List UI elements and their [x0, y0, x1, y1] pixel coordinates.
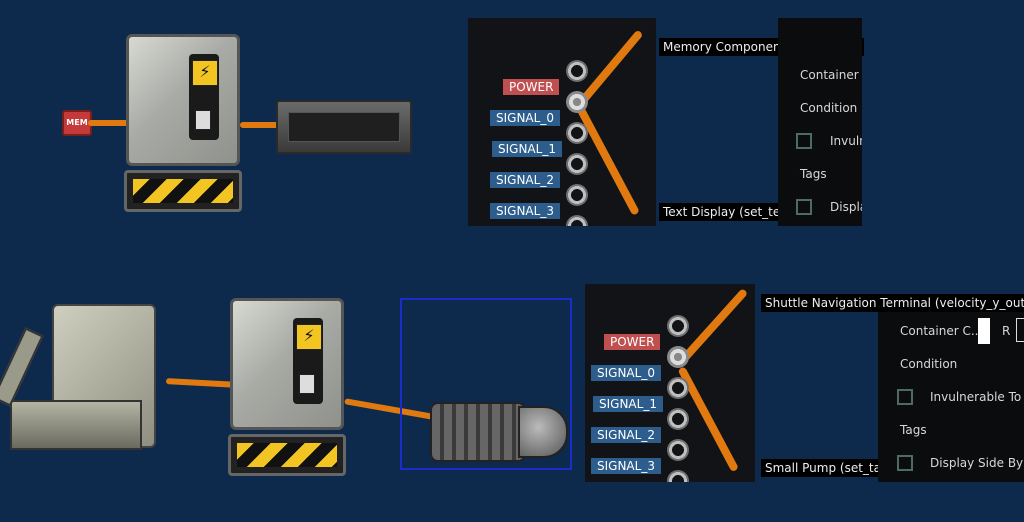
plug-icon: [299, 374, 315, 394]
junction-box-base: [124, 170, 242, 212]
display-label: Displa: [830, 200, 862, 214]
small-pump[interactable]: [426, 396, 568, 466]
junction-box-body: [126, 34, 240, 166]
pin-power: POWER: [604, 334, 661, 350]
tags-label: Tags: [900, 423, 927, 437]
memory-component[interactable]: MEM: [62, 110, 92, 136]
invulnerable-label: Invulnera: [830, 134, 862, 148]
connector-signal-1[interactable]: [566, 122, 588, 144]
container-label: Container C...: [900, 324, 983, 338]
wiring-panel-top: POWER SIGNAL_0 SIGNAL_1 SIGNAL_2 SIGNAL_…: [468, 18, 656, 226]
junction-box-body: [230, 298, 344, 430]
output-connection-label: Text Display (set_text): [659, 203, 801, 221]
pin-signal-2: SIGNAL_2: [490, 172, 560, 188]
container-label: Container C: [800, 68, 862, 82]
selection-box: [400, 298, 572, 470]
invulnerable-label: Invulnerable To: [930, 390, 1022, 404]
wiring-panel-bottom: POWER SIGNAL_0 SIGNAL_1 SIGNAL_2 SIGNAL_…: [585, 284, 755, 482]
tags-label: Tags: [800, 167, 827, 181]
pin-signal-3: SIGNAL_3: [591, 458, 661, 474]
display-label: Display Side By S: [930, 456, 1024, 470]
color-swatch[interactable]: [978, 318, 990, 344]
high-voltage-icon: ⚡: [296, 324, 322, 350]
input-connection-label: Shuttle Navigation Terminal (velocity_y_…: [761, 294, 1024, 312]
connector-signal-1[interactable]: [667, 377, 689, 399]
text-display-screen: [288, 112, 400, 142]
terminal-arm: [0, 327, 44, 407]
connector-signal-3[interactable]: [566, 184, 588, 206]
connector-signal-2[interactable]: [667, 408, 689, 430]
invulnerable-checkbox[interactable]: [897, 389, 913, 405]
connector-signal-4[interactable]: [667, 470, 689, 482]
pump-motor: [430, 402, 526, 462]
hazard-stripes: [237, 443, 337, 467]
connector-power[interactable]: [566, 60, 588, 82]
invulnerable-checkbox[interactable]: [796, 133, 812, 149]
r-input[interactable]: [1016, 318, 1024, 342]
pin-signal-0: SIGNAL_0: [490, 110, 560, 126]
display-checkbox[interactable]: [897, 455, 913, 471]
text-display[interactable]: [276, 100, 412, 154]
pin-signal-3: SIGNAL_3: [490, 203, 560, 219]
navigation-terminal[interactable]: [0, 300, 168, 455]
pump-head: [518, 406, 568, 458]
connector-signal-0[interactable]: [566, 91, 588, 113]
pin-signal-1: SIGNAL_1: [593, 396, 663, 412]
connector-power[interactable]: [667, 315, 689, 337]
connector-signal-3[interactable]: [667, 439, 689, 461]
high-voltage-icon: ⚡: [192, 60, 218, 86]
wire-terminal-to-junction: [165, 378, 239, 388]
connector-signal-2[interactable]: [566, 153, 588, 175]
wire-mem-to-junction: [88, 120, 132, 126]
hazard-stripes: [133, 179, 233, 203]
condition-label: Condition: [900, 357, 958, 371]
properties-panel-bottom: Container C... R Condition Invulnerable …: [878, 312, 1024, 482]
display-checkbox[interactable]: [796, 199, 812, 215]
plug-icon: [195, 110, 211, 130]
properties-panel-top: Container C Condition Invulnera Tags Dis…: [778, 18, 862, 226]
connector-signal-0[interactable]: [667, 346, 689, 368]
pin-signal-1: SIGNAL_1: [492, 141, 562, 157]
terminal-desk: [10, 400, 142, 450]
connector-signal-4[interactable]: [566, 215, 588, 226]
pin-signal-2: SIGNAL_2: [591, 427, 661, 443]
junction-box-base: [228, 434, 346, 476]
r-label: R: [1002, 324, 1011, 338]
wire-junction-to-display: [240, 122, 280, 128]
pin-signal-0: SIGNAL_0: [591, 365, 661, 381]
condition-label: Condition: [800, 101, 858, 115]
pin-power: POWER: [503, 79, 560, 95]
